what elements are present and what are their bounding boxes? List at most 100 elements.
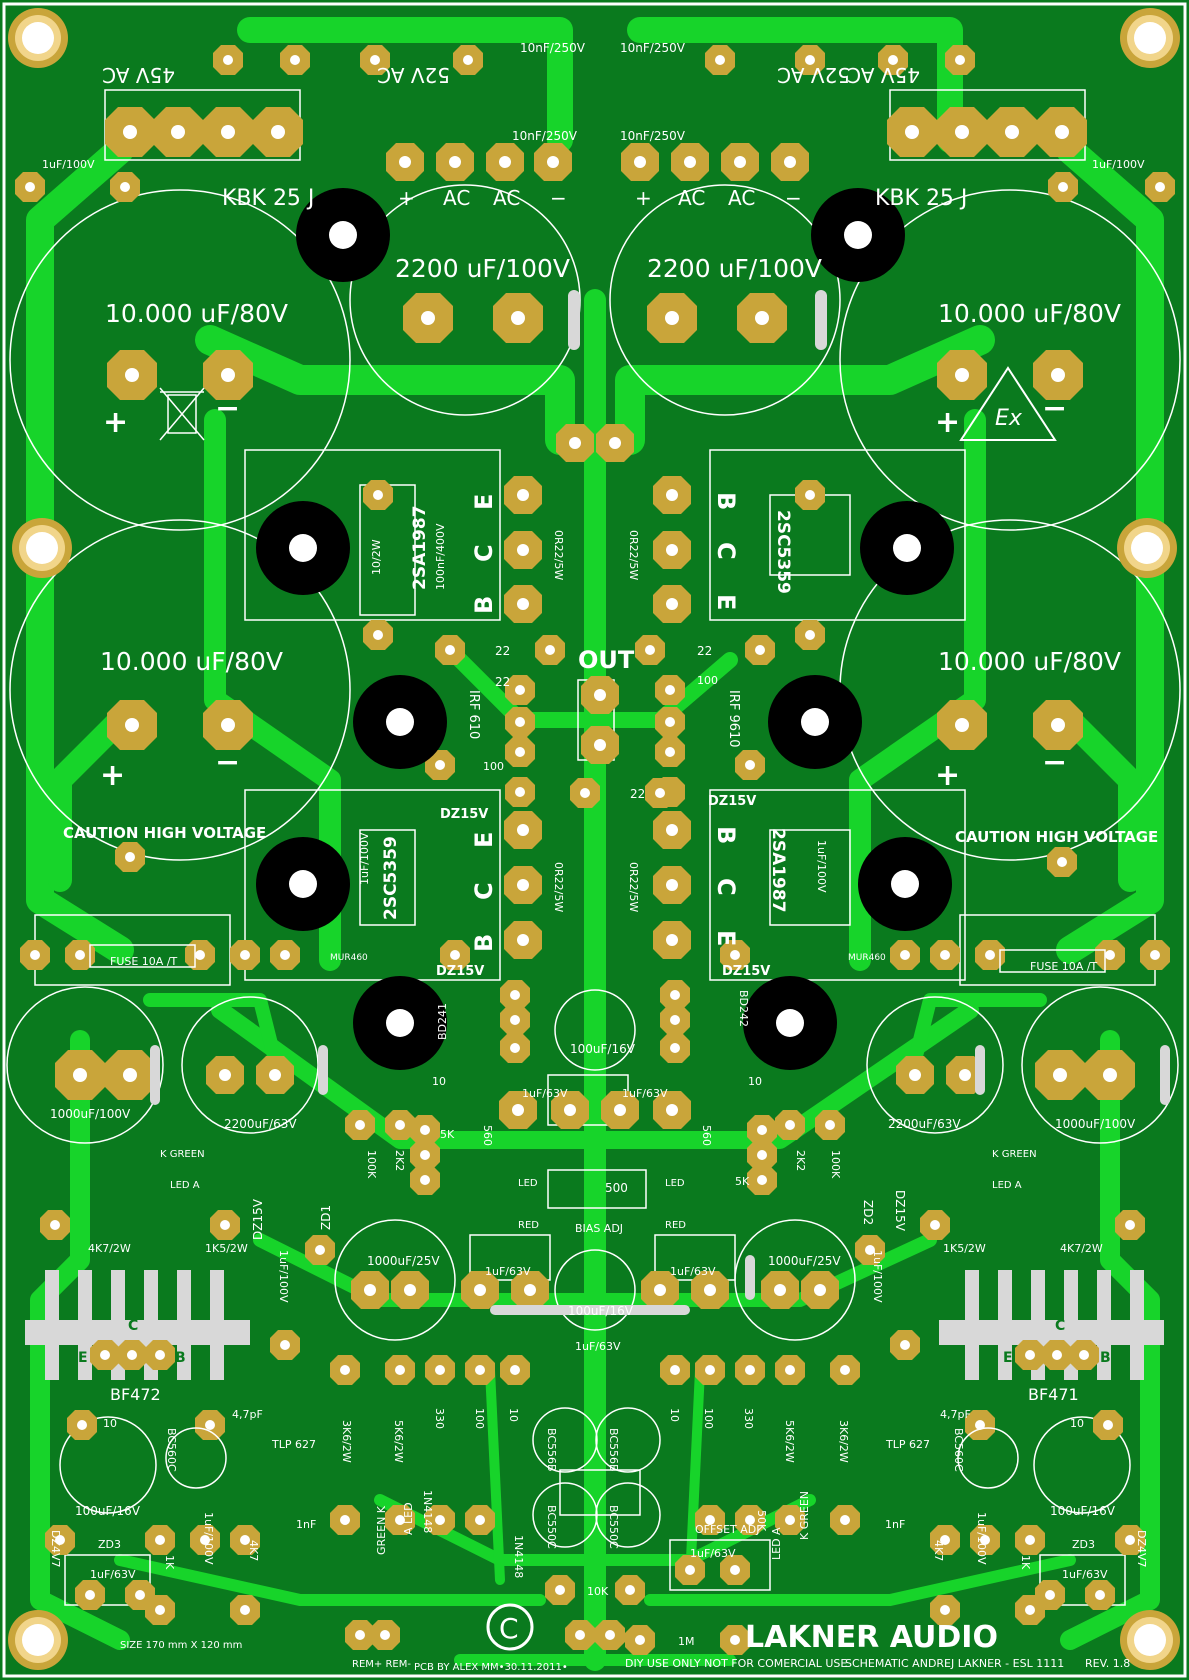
remote-connector: REM+ REM-: [352, 1659, 411, 1670]
svg-text:+: +: [100, 758, 125, 793]
diode-mur-left: MUR460: [330, 953, 368, 963]
cap-1uf100-input-right: 1uF/100V: [871, 1250, 884, 1303]
svg-text:−: −: [785, 186, 802, 210]
svg-text:22: 22: [630, 787, 645, 801]
svg-text:1M: 1M: [678, 1635, 695, 1648]
svg-text:0R22/5W: 0R22/5W: [552, 530, 565, 580]
svg-text:E: E: [470, 832, 498, 848]
cap-1uf100-input-left: 1uF/100V: [277, 1250, 290, 1303]
svg-text:AC: AC: [493, 186, 520, 210]
cap-1uf63-a: 1uF/63V: [522, 1087, 568, 1100]
svg-text:100nF/400V: 100nF/400V: [434, 523, 447, 590]
svg-text:RED: RED: [518, 1220, 539, 1231]
transformer-right-45vac: 45V AC: [847, 63, 920, 87]
cap-10nf-2: 10nF/250V: [620, 41, 686, 55]
transformer-right-52vac: 52V AC: [777, 63, 850, 87]
svg-text:ZD3: ZD3: [1072, 1538, 1095, 1551]
input-small-parts-right: 10 100 330 5K6/2W 3K6/2W BC560C TLP 627 …: [668, 1408, 1084, 1472]
input-lower-left: 1uF/100V 4K7 1nF DZ4V7 ZD3 1K 1uF/63V: [49, 1512, 316, 1581]
svg-text:C: C: [712, 542, 740, 560]
svg-text:DZ4V7: DZ4V7: [1135, 1530, 1148, 1568]
svg-text:LED: LED: [665, 1178, 685, 1189]
svg-text:4,7pF: 4,7pF: [940, 1408, 971, 1421]
svg-text:1nF: 1nF: [885, 1518, 905, 1531]
svg-text:2SA1987: 2SA1987: [410, 505, 430, 590]
svg-text:OFFSET ADJ: OFFSET ADJ: [695, 1523, 760, 1536]
svg-text:1uF/100V: 1uF/100V: [975, 1512, 988, 1565]
svg-text:10: 10: [507, 1408, 520, 1422]
cap-100uf16-left: 100uF/16V: [75, 1504, 141, 1518]
svg-text:1uF/100V: 1uF/100V: [815, 840, 828, 893]
svg-text:FUSE 10A /T: FUSE 10A /T: [110, 955, 178, 968]
reservoir-polarity: + − + − + − + −: [100, 391, 1067, 793]
svg-text:−: −: [215, 391, 240, 426]
svg-text:2SC5359: 2SC5359: [381, 836, 401, 920]
caution-left: CAUTION HIGH VOLTAGE: [63, 824, 266, 842]
svg-text:4K7: 4K7: [932, 1540, 945, 1561]
svg-text:1N4148: 1N4148: [512, 1535, 525, 1578]
resistor-10-left: 10: [432, 1075, 446, 1088]
polarity-bars: [150, 290, 1170, 1315]
cap-1000uf25-left: 1000uF/25V: [367, 1254, 440, 1268]
svg-text:ZD2: ZD2: [861, 1200, 875, 1225]
svg-text:ZD3: ZD3: [98, 1538, 121, 1551]
brand-name: LAKNER AUDIO: [745, 1620, 998, 1655]
cap-100uf16-input: 100uF/16V: [568, 1304, 634, 1318]
svg-text:B: B: [470, 934, 498, 952]
svg-text:LED A: LED A: [770, 1527, 783, 1560]
emitter-resistors: 0R22/5W 0R22/5W 0R22/5W 0R22/5W: [552, 530, 640, 912]
board-size: SIZE 170 mm X 120 mm: [120, 1640, 242, 1651]
cap-2200-left: 2200 uF/100V: [395, 254, 570, 283]
svg-text:DZ15V: DZ15V: [440, 807, 488, 822]
cap-10000-bottom-left: 10.000 uF/80V: [100, 647, 283, 676]
svg-text:3K6/2W: 3K6/2W: [837, 1420, 850, 1463]
cap-1000uf100-left: 1000uF/100V: [50, 1107, 131, 1121]
svg-text:C: C: [1055, 1318, 1065, 1334]
svg-text:B: B: [712, 826, 740, 844]
resistors-22: 22 22 22 22: [495, 644, 712, 801]
svg-text:LED: LED: [518, 1178, 538, 1189]
svg-text:4K7: 4K7: [247, 1540, 260, 1561]
driver-resistors-right: 560 5K 2K2 100K: [700, 1125, 842, 1188]
svg-text:500: 500: [605, 1181, 628, 1195]
cap-1uf63-b: 1uF/63V: [622, 1087, 668, 1100]
driver-resistors-left: 100K 2K2 5K 560: [365, 1125, 494, 1179]
svg-text:2K2: 2K2: [393, 1150, 406, 1171]
svg-text:GREEN K: GREEN K: [375, 1505, 388, 1555]
svg-text:+: +: [103, 405, 128, 440]
bridge-left-pins: + AC AC −: [398, 186, 567, 210]
svg-text:C: C: [470, 882, 498, 900]
copper-traces: [26, 17, 1164, 1671]
svg-text:560: 560: [481, 1125, 494, 1146]
svg-text:DZ15V: DZ15V: [722, 964, 770, 979]
usage-notice: DIY USE ONLY NOT FOR COMERCIAL USE: [625, 1657, 847, 1670]
svg-text:0R22/5W: 0R22/5W: [552, 862, 565, 912]
zener-labels: DZ15V DZ15V DZ15V DZ15V: [436, 794, 770, 979]
fuse-left: FUSE 10A /T: [89, 944, 196, 968]
svg-text:B: B: [1100, 1350, 1111, 1366]
resistor-10-right: 10: [748, 1075, 762, 1088]
svg-text:100K: 100K: [829, 1150, 842, 1179]
cap-10000-bottom-right: 10.000 uF/80V: [938, 647, 1121, 676]
pin-labels-bce: E C B B C E E C B B C E: [470, 492, 740, 952]
fuse-right: FUSE 10A /T: [999, 949, 1106, 973]
svg-text:B: B: [470, 596, 498, 614]
svg-text:10: 10: [1070, 1417, 1084, 1430]
cap-2200uf63-right: 2200uF/63V: [888, 1117, 961, 1131]
svg-text:22: 22: [495, 675, 510, 689]
led-red-right: LED RED: [665, 1178, 686, 1231]
svg-text:0R22/5W: 0R22/5W: [627, 862, 640, 912]
svg-text:AC: AC: [443, 186, 470, 210]
svg-text:5K6/2W: 5K6/2W: [783, 1420, 796, 1463]
svg-text:+: +: [398, 186, 415, 210]
svg-text:AC: AC: [728, 186, 755, 210]
input-lower-right: 1uF/100V 4K7 1nF DZ4V7 ZD3 1K 1uF/63V: [885, 1512, 1148, 1581]
svg-text:0R22/5W: 0R22/5W: [627, 530, 640, 580]
led-green-left: K GREEN LED A: [160, 1149, 205, 1191]
svg-text:10: 10: [668, 1408, 681, 1422]
svg-text:E: E: [1003, 1350, 1013, 1366]
svg-text:DZ15V: DZ15V: [893, 1190, 907, 1232]
svg-text:4K7/2W: 4K7/2W: [88, 1242, 131, 1255]
svg-text:BC556B: BC556B: [545, 1428, 558, 1472]
